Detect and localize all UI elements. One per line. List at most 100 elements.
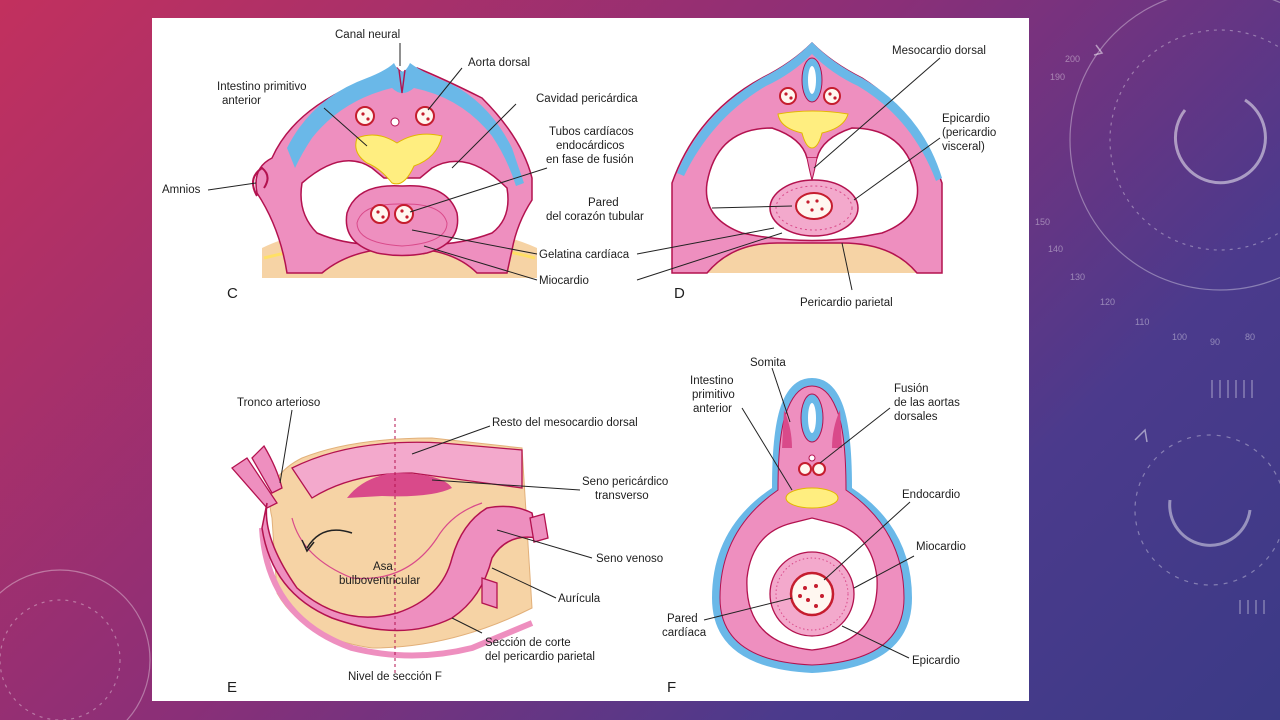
- label-pericardio-parietal: del pericardio parietal: [485, 651, 595, 663]
- endocardium: [789, 571, 835, 617]
- bulboventricular-loop: [261, 502, 538, 632]
- neural-groove: [398, 69, 406, 94]
- ring-number: 110: [1135, 317, 1149, 327]
- deco-arc-top: [1174, 98, 1267, 185]
- label-tronco-arterioso: Tronco arterioso: [237, 397, 320, 409]
- label-primitivo: primitivo: [692, 389, 735, 401]
- label-pared: Pared: [588, 197, 619, 209]
- ring-number: 130: [1070, 272, 1085, 282]
- label-resto-mesocardio: Resto del mesocardio dorsal: [492, 417, 638, 429]
- cardiac-jelly: [775, 185, 853, 231]
- endocardial-tube-right: [394, 204, 414, 224]
- label-pericardio-parietal: Pericardio parietal: [800, 297, 893, 309]
- label-pericardio-paren: (pericardio: [942, 127, 996, 139]
- label-corazon-tubular: del corazón tubular: [546, 211, 644, 223]
- parietal-pericardium-cut: [259, 527, 534, 659]
- label-seno-venoso: Seno venoso: [596, 553, 663, 565]
- label-gelatina-cardiaca: Gelatina cardíaca: [539, 249, 630, 261]
- label-seccion-corte: Sección de corte: [485, 637, 571, 649]
- label-aorta-dorsal: Aorta dorsal: [468, 57, 530, 69]
- label-miocardio: Miocardio: [916, 541, 966, 553]
- label-miocardio: Miocardio: [539, 275, 589, 287]
- panel-letter-e: E: [227, 679, 237, 696]
- ectoderm-layer: [287, 63, 524, 186]
- deco-ring-dashed: [1109, 29, 1280, 251]
- label-cardiaca: cardíaca: [662, 627, 707, 639]
- figure-panel: Canal neural Aorta dorsal Intestino prim…: [152, 18, 1029, 701]
- ring-number: 140: [1048, 244, 1063, 254]
- notochord: [390, 117, 400, 127]
- label-dorsales: dorsales: [894, 411, 938, 423]
- label-intestino: Intestino: [690, 375, 733, 387]
- deco-arc-lower: [1168, 499, 1252, 547]
- deco-arrow: [1134, 428, 1148, 443]
- deco-ring-large: [1069, 0, 1280, 291]
- ring-number: 120: [1100, 297, 1115, 307]
- deco-ring-bottom-left-inner: [0, 599, 121, 720]
- truncus-branch-right: [251, 444, 283, 494]
- transverse-sinus: [347, 473, 452, 498]
- dorsal-aorta-left: [355, 106, 375, 126]
- deco-ring-lower: [1134, 434, 1280, 586]
- ectoderm-layer: [677, 42, 942, 181]
- ring-number: 100: [1172, 332, 1187, 342]
- fused-aorta-right: [812, 462, 826, 476]
- panel-letter-f: F: [667, 679, 676, 696]
- panel-c: Canal neural Aorta dorsal Intestino prim…: [162, 29, 638, 302]
- label-auricula: Aurícula: [558, 593, 601, 605]
- endocardial-tube: [795, 192, 833, 220]
- heart-development-diagram: Canal neural Aorta dorsal Intestino prim…: [162, 29, 996, 696]
- label-somita: Somita: [750, 357, 786, 369]
- label-intestino-anterior: anterior: [222, 95, 261, 107]
- truncus-branch-left: [231, 457, 278, 509]
- ring-number: 80: [1245, 332, 1255, 342]
- somite-left: [782, 410, 792, 448]
- loop-direction-arrow: [306, 529, 353, 549]
- label-fase-fusion: en fase de fusión: [546, 154, 634, 166]
- label-intestino-primitivo: Intestino primitivo: [217, 81, 306, 93]
- ring-number: 190: [1050, 72, 1065, 82]
- neural-canal: [808, 66, 816, 94]
- arrow-head: [301, 539, 315, 553]
- ring-number: 200: [1065, 54, 1080, 64]
- panel-letter-c: C: [227, 285, 238, 302]
- atrium-tube: [481, 577, 498, 609]
- label-endocardicos: endocárdicos: [556, 140, 625, 152]
- label-endocardio: Endocardio: [902, 489, 960, 501]
- label-cavidad-pericardica: Cavidad pericárdica: [536, 93, 638, 105]
- label-bulboventricular: bulboventricular: [339, 575, 420, 587]
- label-epicardio: Epicardio: [942, 113, 990, 125]
- amnios: [252, 166, 269, 197]
- foregut: [355, 133, 443, 185]
- label-epicardio: Epicardio: [912, 655, 960, 667]
- notochord: [808, 454, 816, 462]
- dorsal-aorta-left: [779, 87, 797, 105]
- label-asa: Asa: [373, 561, 393, 573]
- foregut: [785, 487, 839, 509]
- somite-right: [832, 410, 842, 448]
- loop-inner-contour: [291, 502, 483, 580]
- label-nivel-seccion: Nivel de sección F: [348, 671, 442, 683]
- deco-tick-marks: [1211, 380, 1265, 614]
- sinus-venosus-tube: [529, 513, 549, 543]
- fused-aorta-left: [798, 462, 812, 476]
- dorsal-mesocardium-remnant: [291, 441, 523, 499]
- panel-e: Tronco arterioso Resto del mesocardio do…: [227, 397, 668, 696]
- label-visceral: visceral): [942, 141, 985, 153]
- ring-number: 150: [1035, 217, 1050, 227]
- label-canal-neural: Canal neural: [335, 29, 400, 41]
- label-seno-pericardico: Seno pericárdico: [582, 476, 668, 488]
- label-pared: Pared: [667, 613, 698, 625]
- label-amnios: Amnios: [162, 184, 201, 196]
- label-tubos-cardiacos: Tubos cardíacos: [549, 126, 634, 138]
- dorsal-aorta-right: [415, 106, 435, 126]
- deco-ring-bottom-left: [0, 569, 151, 720]
- deco-arrow: [1093, 44, 1104, 56]
- foregut: [777, 110, 849, 149]
- label-fusion: Fusión: [894, 383, 929, 395]
- endocardial-tube-left: [370, 204, 390, 224]
- dorsal-aorta-right: [823, 87, 841, 105]
- label-aortas: de las aortas: [894, 397, 960, 409]
- panel-letter-d: D: [674, 285, 685, 302]
